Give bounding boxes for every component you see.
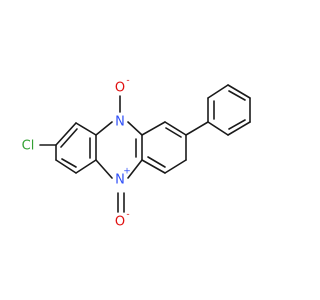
phenazine-structure-diagram: Cl N N + O - O - bbox=[22, 76, 251, 230]
atom-label-o-top: O bbox=[115, 81, 125, 96]
nitrogen-top-atom: N bbox=[115, 115, 125, 130]
bond bbox=[164, 159, 187, 174]
bond bbox=[207, 84, 229, 99]
atom-label-n-top: N bbox=[115, 115, 125, 130]
charge-plus: + bbox=[123, 167, 131, 177]
bond bbox=[227, 121, 251, 136]
charge-minus-bottom: - bbox=[126, 210, 129, 220]
bond bbox=[165, 127, 182, 138]
bond bbox=[95, 121, 113, 136]
bond bbox=[127, 159, 143, 179]
chlorine-atom: Cl bbox=[22, 139, 35, 154]
bond bbox=[61, 158, 77, 168]
nitrogen-bottom-atom: N + bbox=[115, 167, 131, 188]
atom-label-o-bottom: O bbox=[115, 215, 125, 230]
bond bbox=[207, 121, 229, 136]
bond bbox=[147, 156, 166, 168]
bond bbox=[55, 122, 77, 146]
bond bbox=[164, 121, 187, 136]
bond bbox=[60, 128, 78, 148]
atom-label-cl: Cl bbox=[22, 139, 35, 154]
bond bbox=[95, 159, 113, 179]
bond bbox=[75, 159, 97, 174]
bond bbox=[228, 119, 246, 130]
bond bbox=[141, 159, 166, 174]
bond bbox=[141, 121, 166, 136]
bond bbox=[227, 84, 251, 99]
atom-label-n-bottom: N bbox=[115, 173, 125, 188]
oxygen-top-atom: O - bbox=[115, 76, 130, 96]
bond bbox=[127, 121, 143, 136]
bond bbox=[228, 90, 246, 101]
oxygen-bottom-atom: O - bbox=[115, 210, 130, 230]
bond bbox=[75, 122, 97, 136]
bond bbox=[55, 159, 77, 174]
molecule-canvas: Cl N N + O - O - bbox=[22, 76, 251, 230]
bond bbox=[185, 121, 209, 136]
charge-minus-top: - bbox=[126, 76, 129, 86]
